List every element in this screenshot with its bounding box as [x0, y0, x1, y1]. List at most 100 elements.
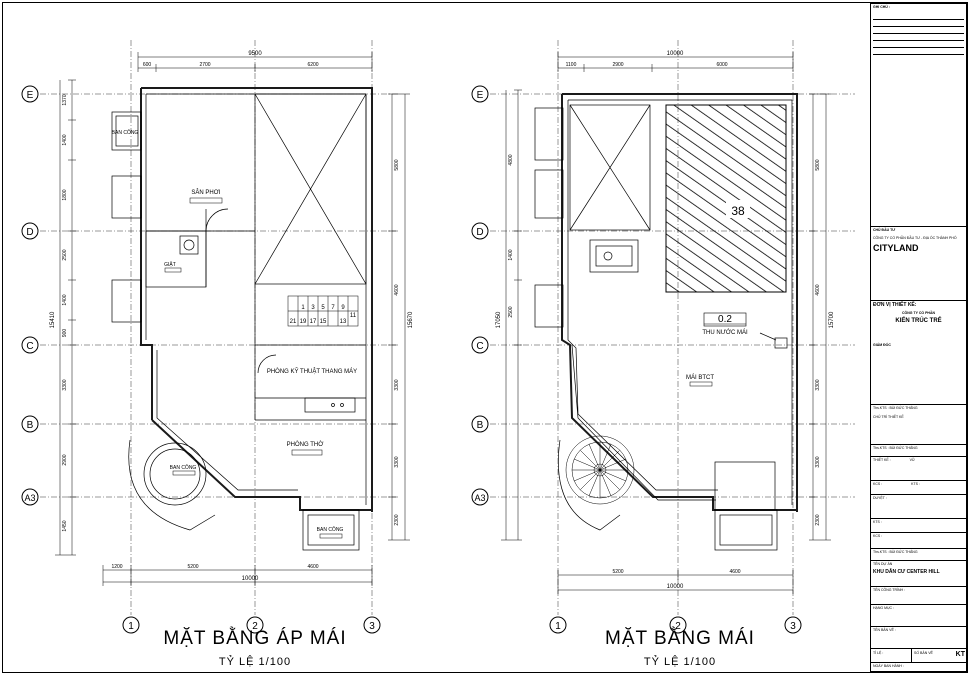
- dim-left: 3300: [62, 379, 68, 390]
- dim-right: 5800: [394, 159, 400, 170]
- dim-right: 3300: [394, 379, 400, 390]
- dim-left: 2500: [62, 249, 68, 260]
- designer-heading: ĐƠN VỊ THIẾT KẾ:: [873, 302, 917, 308]
- roof-slope: 0.2: [718, 314, 732, 325]
- stair-number: 3: [311, 305, 315, 311]
- designer-name: VŨ: [909, 458, 915, 462]
- dim-right: 4600: [815, 284, 821, 295]
- sheet-label: SỐ BẢN VẼ: [911, 649, 935, 662]
- roof-drain-label: THU NƯỚC MÁI: [702, 329, 748, 336]
- kcs-label: KCS :: [873, 482, 883, 486]
- grid-row-label: B: [477, 420, 484, 431]
- stair-number: 19: [300, 319, 307, 325]
- stair-number: 15: [320, 319, 327, 325]
- work-heading: TÊN CÔNG TRÌNH :: [873, 588, 906, 592]
- grid-col-label: 2: [252, 621, 258, 632]
- dim-bottom-total: 10000: [242, 576, 259, 582]
- room-label-phong-tho: PHÒNG THỜ: [287, 441, 324, 448]
- plan-left-title: MẶT BẰNG ÁP MÁI: [163, 628, 347, 649]
- dim-right-total: 15700: [829, 311, 835, 328]
- stair-number: 21: [290, 319, 297, 325]
- scale-label: TỈ LỆ :: [873, 651, 884, 655]
- dim-right: 3300: [394, 456, 400, 467]
- notes-heading: GHI CHÚ :: [873, 5, 890, 9]
- stair-number: 17: [310, 319, 317, 325]
- director-label: GIÁM ĐỐC: [873, 342, 891, 347]
- dim-left: 2900: [62, 454, 68, 465]
- dim-top: 2700: [199, 62, 210, 68]
- grid-row-label: C: [476, 341, 483, 352]
- dim-right: 3300: [815, 456, 821, 467]
- check-label: DUYỆT :: [873, 496, 887, 500]
- stair-number: 11: [350, 313, 357, 319]
- dim-left: 4800: [508, 154, 514, 165]
- kcs2-label: KCS :: [873, 534, 883, 538]
- room-label-san-phoi: SÂN PHƠI: [191, 189, 220, 196]
- dim-right: 2300: [815, 514, 821, 525]
- roof-slab-label: MÁI BTCT: [686, 374, 714, 381]
- grid-col-label: 2: [675, 621, 681, 632]
- chief-designer: Ths.KTS : BÙI ĐỨC THẮNG: [873, 406, 918, 410]
- grid-row-label: D: [26, 227, 33, 238]
- plan-left-scale: TỶ LỆ 1/100: [218, 656, 292, 668]
- dim-left: 900: [62, 329, 68, 338]
- plan-left-caption: MẶT BẰNG ÁP MÁI TỶ LỆ 1/100: [130, 628, 380, 668]
- stair-number: 1: [301, 305, 305, 311]
- dim-top: 1100: [566, 62, 577, 68]
- owner-heading: CHỦ ĐẦU TƯ: [873, 228, 896, 232]
- hatched-roof-area: [665, 104, 787, 293]
- drawing-heading: TÊN BẢN VẼ :: [873, 628, 896, 632]
- room-label-ban-cong-top: BAN CÔNG: [112, 129, 139, 136]
- dim-left-total: 17050: [496, 311, 502, 328]
- room-label-ban-cong-bottom: BAN CÔNG: [317, 526, 344, 533]
- dim-top-total: 9500: [248, 51, 262, 57]
- grid-row-label: E: [27, 90, 34, 101]
- hatch-number: 38: [731, 204, 745, 218]
- dim-top: 6200: [307, 62, 318, 68]
- dim-right-total: 15670: [408, 311, 414, 328]
- kts2-label: KTS :: [873, 520, 882, 524]
- grid-row-label: E: [477, 90, 484, 101]
- dim-left: 1400: [508, 249, 514, 260]
- designer-label: THIẾT KẾ :: [873, 458, 891, 462]
- grid-row-label: C: [26, 341, 33, 352]
- owner-company: CÔNG TY CỔ PHẦN ĐẦU TƯ - ĐỊA ỐC THÀNH PH…: [873, 235, 957, 240]
- dim-bottom-total: 10000: [667, 584, 684, 590]
- dim-bottom: 1200: [111, 564, 122, 570]
- stair-number: 9: [341, 305, 345, 311]
- dim-left: 1370: [62, 94, 68, 105]
- dim-right: 3300: [815, 379, 821, 390]
- dim-right: 4600: [394, 284, 400, 295]
- designer-brand: KIẾN TRÚC TRẺ: [895, 317, 942, 324]
- dim-top: 6000: [716, 62, 727, 68]
- grid-row-label: D: [476, 227, 483, 238]
- room-label-ban-cong-left: BAN CÔNG: [170, 464, 197, 471]
- plan-right-scale: TỶ LỆ 1/100: [643, 656, 717, 668]
- dim-left: 1400: [62, 134, 68, 145]
- stair-number: 5: [321, 305, 325, 311]
- dim-left: 1450: [62, 520, 68, 531]
- room-label-phong-ky-thuat: PHÒNG KỸ THUẬT THANG MÁY: [267, 368, 357, 375]
- grid-row-label: B: [27, 420, 34, 431]
- title-block: GHI CHÚ : CHỦ ĐẦU TƯ CÔNG TY CỔ PHẦN ĐẦU…: [870, 3, 967, 672]
- chief-designer-3: Ths.KTS : BÙI ĐỨC THẮNG: [873, 550, 918, 554]
- grid-row-label: A3: [474, 493, 485, 503]
- plan-left-drawing: E D C B A3 1 2 3 9500 600 2700 6200: [21, 40, 414, 634]
- dim-top-total: 10000: [667, 51, 684, 57]
- stair-number: 7: [331, 305, 335, 311]
- grid-col-label: 1: [555, 621, 561, 632]
- dim-bottom: 4600: [307, 564, 318, 570]
- dim-left: 1400: [62, 294, 68, 305]
- item-heading: HẠNG MỤC :: [873, 606, 894, 610]
- grid-col-label: 3: [790, 621, 796, 632]
- chief-designer-role: CHỦ TRÌ THIẾT KẾ: [873, 414, 904, 419]
- plan-right-caption: MẶT BẰNG MÁI TỶ LỆ 1/100: [555, 628, 805, 668]
- plan-right-drawing: E D C B A3 1 2 3 10000 1100 2900 6000: [471, 40, 855, 634]
- sheet-code: KT: [955, 651, 965, 658]
- plan-right-title: MẶT BẰNG MÁI: [605, 628, 755, 649]
- dim-left: 1800: [62, 189, 68, 200]
- designer-company: CÔNG TY CỔ PHẦN: [902, 311, 935, 315]
- dim-left-total: 15410: [50, 311, 56, 328]
- dim-left: 2500: [508, 306, 514, 317]
